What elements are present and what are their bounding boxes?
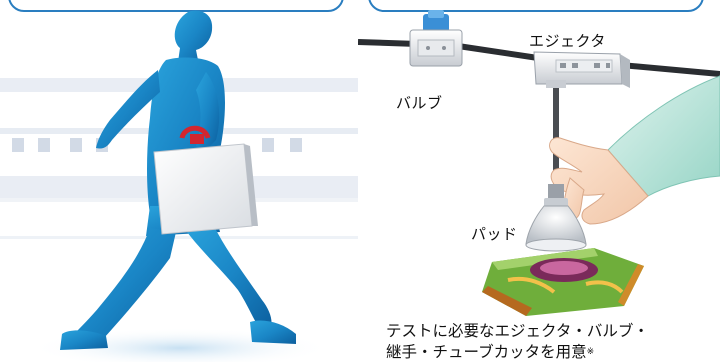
right-panel: エジェクタ バルブ パッド テストに必要なエジェクタ・バルブ・ 継手・チューブカ… <box>358 0 720 362</box>
ejector-icon <box>533 51 630 88</box>
valve-icon <box>409 10 463 67</box>
walking-person-scene <box>0 10 358 362</box>
vacuum-test-scene <box>358 10 720 316</box>
note-mark: ※ <box>586 347 595 357</box>
pad-label: パッド <box>471 225 518 243</box>
suction-pad-icon <box>525 184 587 252</box>
left-panel <box>0 0 358 362</box>
caption-line-2-text: 継手・チューブカッタを用意 <box>386 343 587 361</box>
valve-label: バルブ <box>396 94 443 112</box>
caption-line-2: 継手・チューブカッタを用意※ <box>386 342 720 362</box>
snack-package-illustration <box>482 248 644 316</box>
hand-illustration <box>549 137 649 225</box>
ejector-label: エジェクタ <box>529 32 606 50</box>
carrying-case <box>153 125 258 235</box>
caption-line-1: テストに必要なエジェクタ・バルブ・ <box>386 322 649 340</box>
